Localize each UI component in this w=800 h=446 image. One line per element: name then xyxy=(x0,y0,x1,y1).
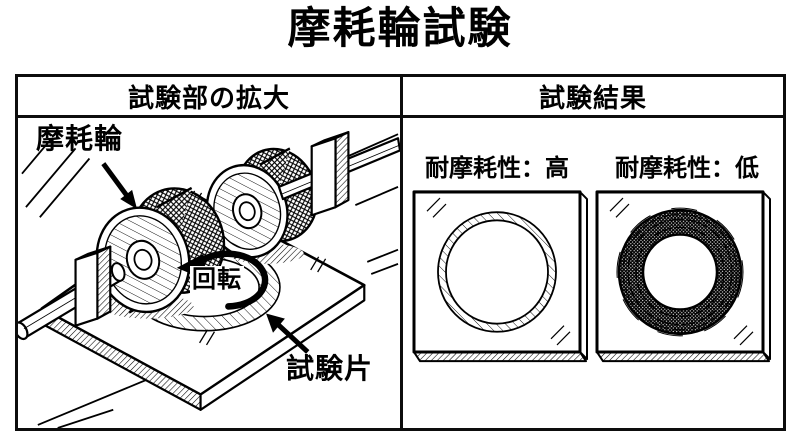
background-sketch-lines xyxy=(21,133,399,428)
abrasion-wheel-right xyxy=(205,147,319,259)
test-results-drawing xyxy=(412,190,771,363)
result-label-high: 耐摩耗性：高 xyxy=(425,155,569,182)
right-bracket xyxy=(310,131,350,217)
test-results-panel: 耐摩耗性：高 耐摩耗性：低 xyxy=(403,118,783,428)
page-title: 摩耗輪試験 xyxy=(287,5,513,53)
left-panel-header: 試験部の拡大 xyxy=(18,77,403,118)
abrasion-wheel-label: 摩耗輪 xyxy=(36,123,124,154)
diagram-table: 試験部の拡大 試験結果 xyxy=(15,74,786,431)
test-piece-pointer-arrow xyxy=(266,313,310,354)
test-section-illustration: 摩耗輪 回転 試験片 xyxy=(18,118,403,428)
abrasion-wheel-pointer-arrow xyxy=(101,162,138,210)
specimen-plate-high xyxy=(412,190,588,363)
right-panel-header: 試験結果 xyxy=(403,77,783,118)
result-label-low: 耐摩耗性：低 xyxy=(615,155,759,182)
specimen-plate-low xyxy=(595,190,771,363)
wear-ring-heavy xyxy=(616,207,744,337)
wear-ring-light xyxy=(437,211,557,333)
test-piece-label: 試験片 xyxy=(286,353,374,384)
rotation-label: 回転 xyxy=(190,266,244,294)
left-bracket xyxy=(74,245,112,327)
